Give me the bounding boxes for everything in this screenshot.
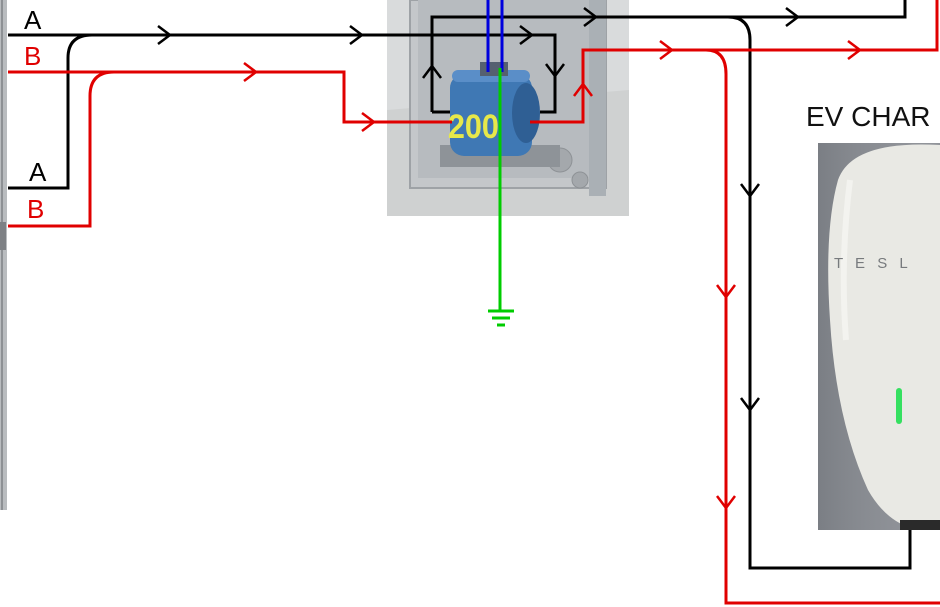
phase-a-flow-arrows [157, 7, 801, 413]
chevron-arrow-icon [740, 397, 760, 413]
line-b-top-label: B [24, 41, 41, 71]
main-panel-edge [0, 0, 7, 510]
chevron-arrow-icon [349, 25, 365, 45]
ev-charger-photo: T E S L [818, 143, 940, 530]
chevron-arrow-icon [659, 40, 675, 60]
current-transformer: 200 [448, 62, 540, 156]
line-b-bottom-label: B [27, 194, 44, 224]
line-a-bottom-label: A [29, 157, 47, 187]
chevron-arrow-icon [716, 284, 736, 300]
chevron-arrow-icon [545, 63, 565, 79]
chevron-arrow-icon [847, 40, 863, 60]
meter-rating-label: 200 [448, 108, 499, 146]
charger-brand-text: T E S L [834, 255, 912, 272]
phase-b-flow-arrows [243, 40, 863, 511]
chevron-arrow-icon [519, 25, 535, 45]
chevron-arrow-icon [422, 63, 442, 79]
chevron-arrow-icon [583, 7, 599, 27]
neutral-conductor [486, 0, 504, 72]
ground-symbol-icon [488, 309, 514, 327]
chevron-arrow-icon [785, 7, 801, 27]
chevron-arrow-icon [740, 183, 760, 199]
line-a-top-label: A [24, 5, 42, 35]
chevron-arrow-icon [573, 81, 593, 97]
phase-b-conductor [8, 0, 940, 605]
chevron-arrow-icon [243, 62, 259, 82]
ev-charger-title: EV CHAR [806, 101, 930, 132]
chevron-arrow-icon [716, 495, 736, 511]
charger-status-led [896, 388, 902, 424]
chevron-arrow-icon [157, 25, 173, 45]
chevron-arrow-icon [361, 112, 377, 132]
meter-box-photo: 200 [387, 0, 629, 216]
